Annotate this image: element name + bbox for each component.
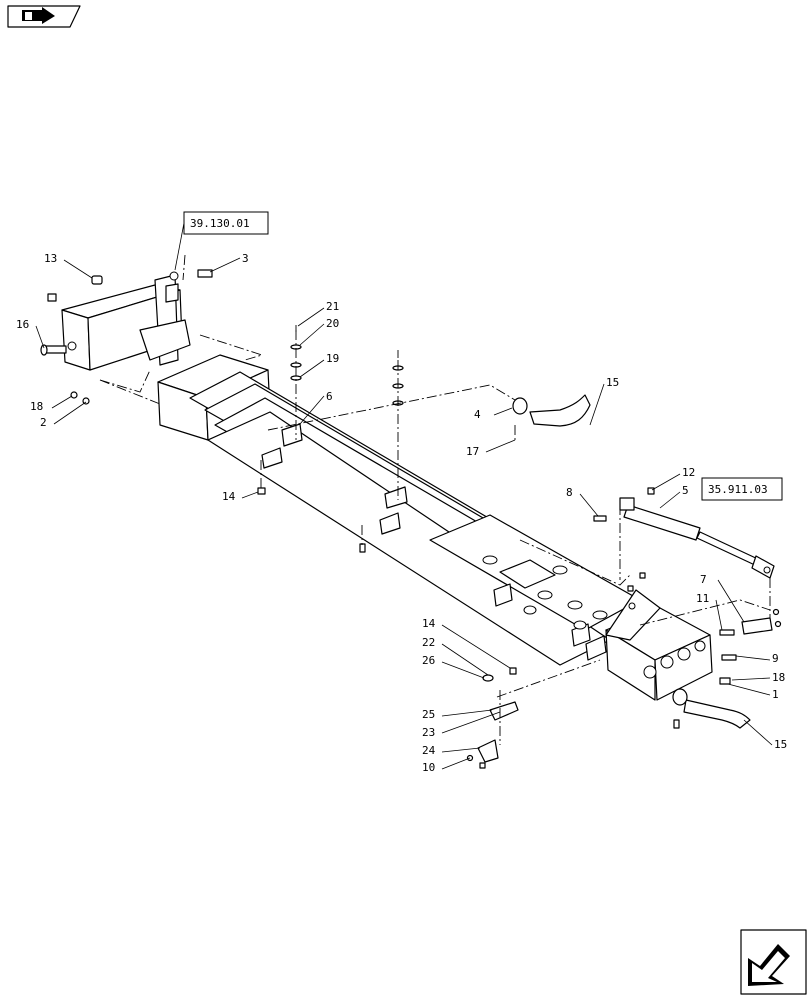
- callout-label: 15: [606, 376, 619, 389]
- callout-label: 18: [772, 671, 785, 684]
- callout-label: 5: [682, 484, 689, 497]
- callout-label: 12: [682, 466, 695, 479]
- next-page-arrow-icon[interactable]: [740, 929, 807, 995]
- right-end-bracket: [605, 589, 713, 701]
- reference-box-39-130-01[interactable]: 39.130.01: [174, 211, 269, 271]
- callout-label: 3: [242, 252, 249, 265]
- callout-label: 23: [422, 726, 435, 739]
- callout-label: 21: [326, 300, 339, 313]
- callout-label: 10: [422, 761, 435, 774]
- callout-label: 17: [466, 445, 479, 458]
- reference-label: 35.911.03: [708, 483, 768, 496]
- hose-15-top: [512, 394, 591, 427]
- callout-label: 19: [326, 352, 339, 365]
- callout-label: 11: [696, 592, 709, 605]
- hydraulic-cylinder: [619, 497, 775, 579]
- callout-label: 6: [326, 390, 333, 403]
- nut-18-left: [70, 391, 90, 405]
- callouts: 13 3 21 20 16 19 18 2 6 15 4 17 12 8 5 1…: [16, 252, 787, 774]
- callout-label: 7: [700, 573, 707, 586]
- callout-label: 14: [422, 617, 436, 630]
- bolt-16: [40, 344, 67, 356]
- callout-label: 22: [422, 636, 435, 649]
- callout-label: 25: [422, 708, 435, 721]
- callout-label: 8: [566, 486, 573, 499]
- clip-assembly: [466, 667, 519, 769]
- reference-label: 39.130.01: [190, 217, 250, 230]
- hardware-column: [359, 350, 404, 553]
- bracket-7: [593, 487, 782, 685]
- callout-label: 9: [772, 652, 779, 665]
- callout-label: 20: [326, 317, 339, 330]
- callout-label: 24: [422, 744, 436, 757]
- callout-label: 2: [40, 416, 47, 429]
- callout-label: 13: [44, 252, 57, 265]
- book-arrow-icon[interactable]: [7, 5, 81, 28]
- callout-label: 15: [774, 738, 787, 751]
- reference-box-35-911-03[interactable]: 35.911.03: [701, 477, 783, 501]
- callout-label: 14: [222, 490, 236, 503]
- main-beam: [157, 354, 641, 666]
- callout-label: 26: [422, 654, 435, 667]
- hose-15-bottom: [672, 688, 751, 729]
- callout-label: 18: [30, 400, 43, 413]
- left-end-bracket: [61, 271, 191, 371]
- callout-label: 1: [772, 688, 779, 701]
- hardware-21-20-19: [290, 325, 302, 440]
- callout-label: 16: [16, 318, 29, 331]
- pin-13: [91, 275, 103, 285]
- bolt-3: [197, 269, 213, 278]
- callout-label: 4: [474, 408, 481, 421]
